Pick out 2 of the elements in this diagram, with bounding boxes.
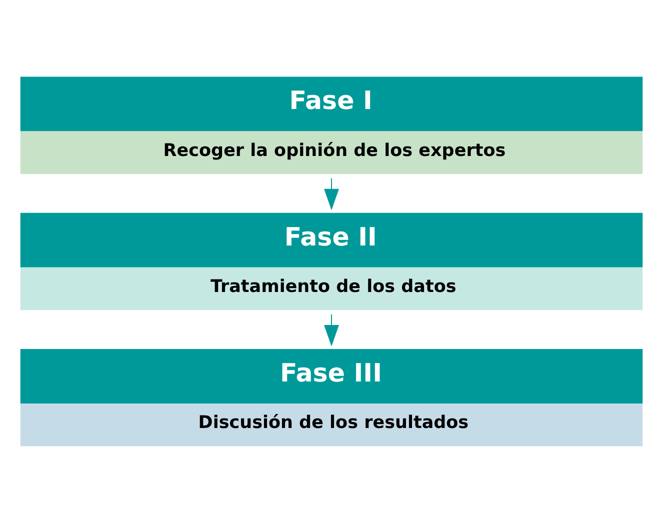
arrow [324, 313, 339, 346]
arrow [324, 177, 339, 210]
